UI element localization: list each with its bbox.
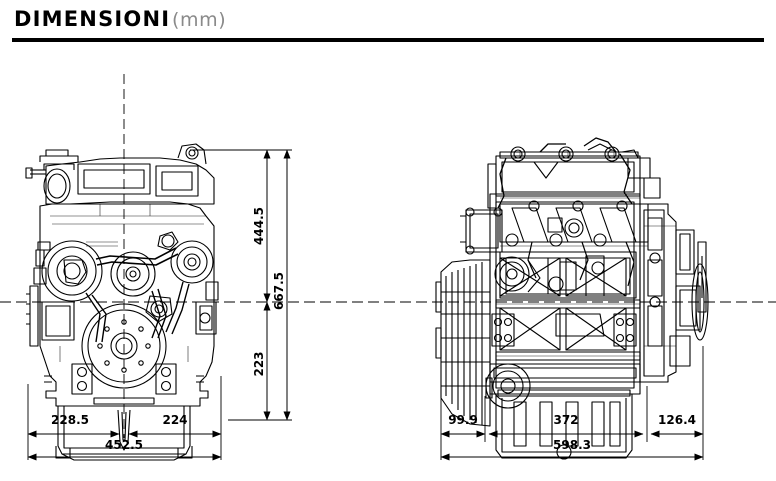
- front-view-dimension-set: 228.5 224 452.5: [27, 149, 292, 461]
- dim-label-372: 372: [553, 413, 578, 427]
- dim-label-126-4: 126.4: [658, 413, 696, 427]
- page-title: DIMENSIONI: [14, 7, 171, 31]
- dim-label-223: 223: [252, 351, 266, 376]
- header-divider: [12, 38, 764, 42]
- dim-label-452-5: 452.5: [105, 438, 143, 452]
- dim-label-99-9: 99.9: [448, 413, 478, 427]
- drawing-canvas: 228.5 224 452.5: [0, 46, 776, 481]
- page-title-unit: (mm): [172, 9, 227, 31]
- dim-label-224: 224: [162, 413, 187, 427]
- dim-label-228-5: 228.5: [51, 413, 89, 427]
- engine-side-view: [435, 137, 709, 460]
- page-header: DIMENSIONI (mm): [0, 0, 776, 46]
- side-view-dimension-set: 99.9 372 126.4 598.3: [440, 346, 704, 461]
- engine-drawing-svg: 228.5 224 452.5: [0, 74, 776, 461]
- engine-front-view: [25, 74, 219, 461]
- dim-label-667-5: 667.5: [272, 272, 286, 310]
- dim-label-444-5: 444.5: [252, 207, 266, 245]
- dim-label-598-3: 598.3: [553, 438, 591, 452]
